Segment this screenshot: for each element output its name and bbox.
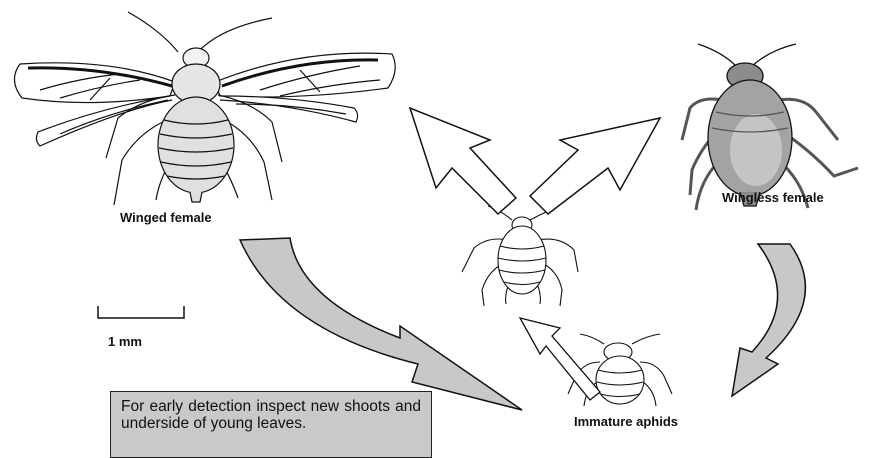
nymph-illustration <box>462 206 578 306</box>
winged-female-illustration <box>14 12 395 205</box>
label-winged-female: Winged female <box>120 210 212 225</box>
scale-bar <box>98 306 184 318</box>
detection-note-box: For early detection inspect new shoots a… <box>110 391 432 458</box>
immature-aphid-illustration <box>568 334 672 406</box>
arrow-to-winged-female <box>410 108 516 214</box>
arrow-to-wingless-female <box>530 118 660 214</box>
wingless-female-illustration <box>682 44 858 210</box>
arrow-wingless-to-immature <box>732 244 805 396</box>
detection-note-text: For early detection inspect new shoots a… <box>121 398 421 432</box>
arrow-immature-to-nymph <box>520 318 600 400</box>
arrow-winged-to-immature <box>240 238 522 410</box>
scale-label: 1 mm <box>108 334 142 349</box>
label-wingless-female: Wingless female <box>722 190 824 205</box>
label-immature-aphids: Immature aphids <box>574 414 678 429</box>
